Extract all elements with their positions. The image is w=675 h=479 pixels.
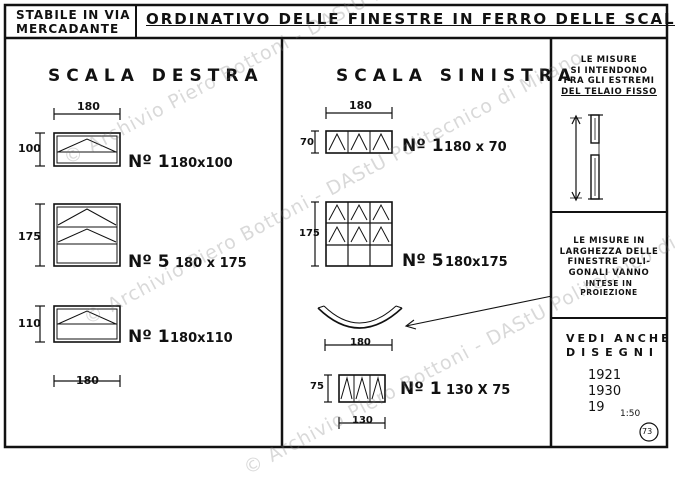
drawing-linework <box>3 3 669 449</box>
middle-height-label-1: 70 <box>300 137 314 148</box>
left-count-2: Nº 5 <box>128 252 170 272</box>
year-1930: 1930 <box>588 384 622 399</box>
vedi-anche: VEDI ANCHE <box>566 332 672 345</box>
left-height-dim-3 <box>35 305 45 343</box>
left-size-3: 180x110 <box>170 331 233 346</box>
middle-window-2 <box>325 201 393 267</box>
middle-height-dim-1 <box>311 130 319 154</box>
left-heading: SCALA DESTRA <box>48 66 264 86</box>
note-middle-line: LARGHEZZA DELLE <box>559 246 659 257</box>
note-middle-line: INTESE IN PROIEZIONE <box>580 278 638 297</box>
middle-count-2: Nº 5 <box>402 251 444 271</box>
sheet-number: 73 <box>642 427 653 436</box>
middle-curved-plan <box>317 305 403 329</box>
middle-height-dim-2 <box>311 201 319 267</box>
sheet-number-circle <box>639 422 659 442</box>
note-measurements: LE MISURE SI INTENDONO FRA GLI ESTREMI D… <box>556 55 662 98</box>
left-width-dim-bottom <box>53 375 121 387</box>
building-line-2: MERCADANTE <box>16 22 120 36</box>
middle-size-3: 130 X 75 <box>446 383 511 398</box>
left-window-3 <box>53 305 121 343</box>
year-19: 19 <box>588 400 605 415</box>
middle-window-3 <box>338 374 386 403</box>
year-1921: 1921 <box>588 368 622 383</box>
middle-height-dim-3 <box>324 374 332 403</box>
left-window-1 <box>53 132 121 167</box>
sheet-title: ORDINATIVO DELLE FINESTRE IN FERRO DELLE… <box>146 10 675 28</box>
frame-section-detail <box>570 114 603 202</box>
note-top-line: SI INTENDONO <box>570 65 648 76</box>
middle-size-1: 180 x 70 <box>444 140 507 155</box>
left-height-dim-2 <box>35 203 45 267</box>
note-top-line: LE MISURE <box>580 55 638 65</box>
middle-window-1 <box>325 130 393 154</box>
note-middle-line: GONALI VANNO <box>568 267 650 278</box>
disegni: DISEGNI <box>566 346 659 359</box>
drawing-sheet: STABILE IN VIA MERCADANTE ORDINATIVO DEL… <box>3 0 675 479</box>
left-height-dim-1 <box>35 132 45 167</box>
middle-count-3: Nº 1 <box>400 379 442 399</box>
note-top-line: DEL TELAIO FISSO <box>561 86 657 97</box>
note-polygonal: LE MISURE IN LARGHEZZA DELLE FINESTRE PO… <box>556 236 662 297</box>
middle-width-label-3: 130 <box>352 415 373 426</box>
middle-curved-dim <box>324 339 393 351</box>
left-height-label-1: 100 <box>18 142 41 155</box>
drawing-scale: 1:50 <box>620 409 641 419</box>
left-width-dim-top <box>53 108 121 120</box>
middle-heading: SCALA SINISTRA <box>336 66 577 86</box>
middle-height-label-3: 75 <box>310 381 324 392</box>
left-size-2: 180 x 175 <box>175 256 247 271</box>
building-line-1: STABILE IN VIA <box>16 8 131 22</box>
middle-width-dim-top <box>325 107 393 119</box>
middle-width-label-top: 180 <box>349 99 372 112</box>
middle-count-1: Nº 1 <box>402 136 444 156</box>
middle-size-2: 180x175 <box>445 255 508 270</box>
left-count-3: Nº 1 <box>128 327 170 347</box>
note-middle-line: LE MISURE IN <box>573 236 645 246</box>
middle-width-dim-3 <box>338 417 386 429</box>
note-top-line: FRA GLI ESTREMI <box>563 76 655 87</box>
left-height-label-2: 175 <box>18 230 41 243</box>
middle-height-label-2: 175 <box>299 228 320 239</box>
left-window-2 <box>53 203 121 267</box>
left-width-label-top: 180 <box>77 100 100 113</box>
left-width-label-bottom: 180 <box>76 374 99 387</box>
left-height-label-3: 110 <box>18 317 41 330</box>
left-size-1: 180x100 <box>170 156 233 171</box>
note-arrow <box>404 295 553 330</box>
left-count-1: Nº 1 <box>128 152 170 172</box>
note-middle-line: FINESTRE POLI- <box>567 257 651 268</box>
sheet-frame <box>3 3 669 449</box>
middle-curved-label: 180 <box>350 337 371 348</box>
